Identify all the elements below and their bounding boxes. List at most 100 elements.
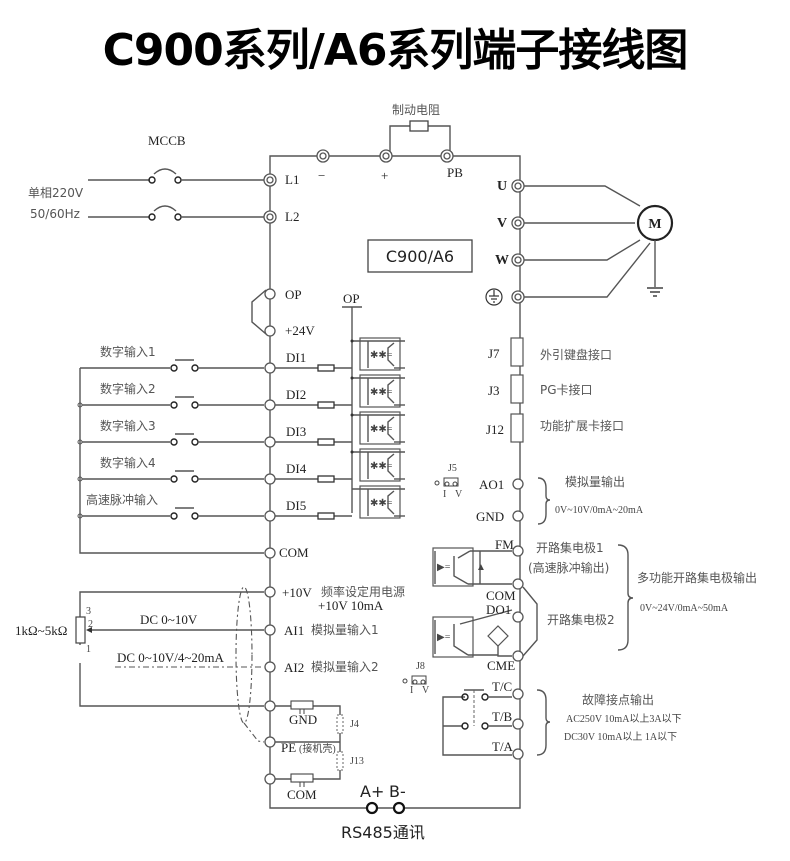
- a-plus-label: A+: [360, 782, 384, 801]
- j8-v-label: V: [422, 685, 430, 696]
- terminal-di5: [264, 510, 276, 522]
- terminal-di4: [264, 473, 276, 485]
- terminal-gnd-ai: [264, 700, 276, 712]
- j3-desc: PG卡接口: [540, 382, 593, 397]
- input-resistor: [317, 364, 335, 372]
- j3-label: J3: [488, 383, 500, 398]
- j8-jumper-icon: [402, 675, 427, 685]
- brake-resistor-label: 制动电阻: [392, 103, 440, 117]
- j7-label: J7: [488, 346, 500, 361]
- svg-text:▶=: ▶=: [437, 562, 451, 573]
- terminal-tb: [512, 718, 524, 730]
- terminal-ai2: [264, 661, 276, 673]
- 10v-desc: 频率设定用电源: [321, 584, 405, 599]
- ao-title: 模拟量输出: [565, 474, 625, 489]
- ai1-desc: 模拟量输入1: [311, 622, 379, 637]
- switch-contact: [191, 438, 199, 446]
- open-collector-outputs: ▶= ▲ ▶= FM COM DO1 CME 开路集电极1 (高速脉冲输出) 开…: [432, 537, 757, 673]
- pe-label: PE: [281, 740, 296, 755]
- power-input: MCCB 单相220V 50/60Hz L1 L2: [28, 133, 299, 224]
- optocoupler-icon: [359, 411, 401, 445]
- relay-output: T/C T/B T/A 故障接点输出 AC250V 10mA以上3A以下 DC3…: [442, 679, 682, 760]
- breaker-contact: [174, 176, 182, 184]
- page-title: C900系列/A6系列端子接线图: [102, 25, 689, 76]
- pot-pin-2: 2: [88, 619, 93, 630]
- ai1-label: AI1: [284, 623, 304, 638]
- gnd-label: GND: [476, 509, 504, 524]
- w-label: W: [495, 253, 509, 268]
- oc-range: 0V~24V/0mA~50mA: [640, 603, 729, 614]
- terminal-com: [264, 547, 276, 559]
- supply-voltage-label: 单相220V: [28, 186, 84, 200]
- optocoupler-icon: [359, 337, 401, 371]
- rs485-label: RS485通讯: [341, 823, 425, 842]
- terminal-b-minus: [392, 801, 406, 815]
- earth-icon: [485, 288, 503, 306]
- ai1-signal-label: DC 0~10V: [140, 612, 198, 627]
- analog-inputs: 1kΩ~5kΩ 3 2 1 DC 0~10V DC 0~10V/4~20mA +…: [15, 584, 430, 743]
- pot-pin-3: 3: [86, 606, 91, 617]
- breaker-contact: [148, 176, 156, 184]
- tb-label: T/B: [492, 709, 513, 724]
- svg-text:✱✱=: ✱✱=: [370, 424, 393, 435]
- oc2-label: 开路集电极2: [547, 612, 615, 627]
- input-resistor: [317, 438, 335, 446]
- digital-input-label: 数字输入1: [100, 344, 156, 359]
- connector-j3: [510, 374, 524, 404]
- terminal-gnd: [512, 510, 524, 522]
- j4-jumper-icon: [336, 714, 344, 734]
- svg-text:▶=: ▶=: [437, 632, 451, 643]
- gnd-label: GND: [289, 712, 317, 727]
- j8-i-label: I: [410, 685, 413, 696]
- connector-j12: [510, 413, 524, 443]
- optocoupler-icon: [359, 448, 401, 482]
- svg-text:✱✱=: ✱✱=: [370, 387, 393, 398]
- switch-contact: [191, 475, 199, 483]
- com-label: COM: [279, 545, 309, 560]
- com-rail: COM: [79, 368, 309, 560]
- terminal-com-bottom: [264, 773, 276, 785]
- terminal-com-oc: [512, 578, 524, 590]
- digital-input-label: 高速脉冲输入: [86, 492, 158, 507]
- j13-jumper-icon: [336, 751, 344, 771]
- terminal-di2: [264, 399, 276, 411]
- optocoupler-icon: [359, 374, 401, 408]
- j12-label: J12: [486, 422, 504, 437]
- ai2-label: AI2: [284, 660, 304, 675]
- terminal-ta: [512, 748, 524, 760]
- brake-resistor: [409, 120, 429, 132]
- com-oc-label: COM: [486, 588, 516, 603]
- terminal-fm: [512, 545, 524, 557]
- op-label: OP: [285, 287, 302, 302]
- connector-j7: [510, 337, 524, 367]
- potentiometer-icon: [75, 616, 86, 644]
- terminal-pe: [264, 736, 276, 748]
- motor-label: M: [648, 217, 661, 232]
- v-label: V: [497, 216, 507, 231]
- l1-label: L1: [285, 172, 299, 187]
- dc-bus: 制动电阻 − + PB: [316, 103, 463, 183]
- oc1-sub-label: (高速脉冲输出): [528, 560, 609, 575]
- 24v-label: +24V: [285, 323, 315, 338]
- oc1-label: 开路集电极1: [536, 540, 604, 555]
- ai2-signal-label: DC 0~10V/4~20mA: [117, 650, 224, 665]
- bridge-rectifier-icon: [487, 625, 509, 647]
- mccb-label: MCCB: [148, 133, 186, 148]
- terminal-op: [264, 288, 276, 300]
- ao-range: 0V~10V/0mA~20mA: [555, 505, 644, 516]
- j5-label: J5: [448, 463, 457, 474]
- j5-i-label: I: [443, 489, 446, 500]
- model-box: C900/A6: [367, 239, 473, 273]
- model-label: C900/A6: [386, 247, 454, 266]
- motor-outputs: U V W M: [485, 179, 674, 306]
- u-label: U: [497, 179, 507, 194]
- input-resistor: [317, 401, 335, 409]
- 10v-label: +10V: [282, 585, 312, 600]
- pot-pin-1: 1: [86, 644, 91, 655]
- input-resistor: [317, 475, 335, 483]
- switch-contact: [170, 401, 178, 409]
